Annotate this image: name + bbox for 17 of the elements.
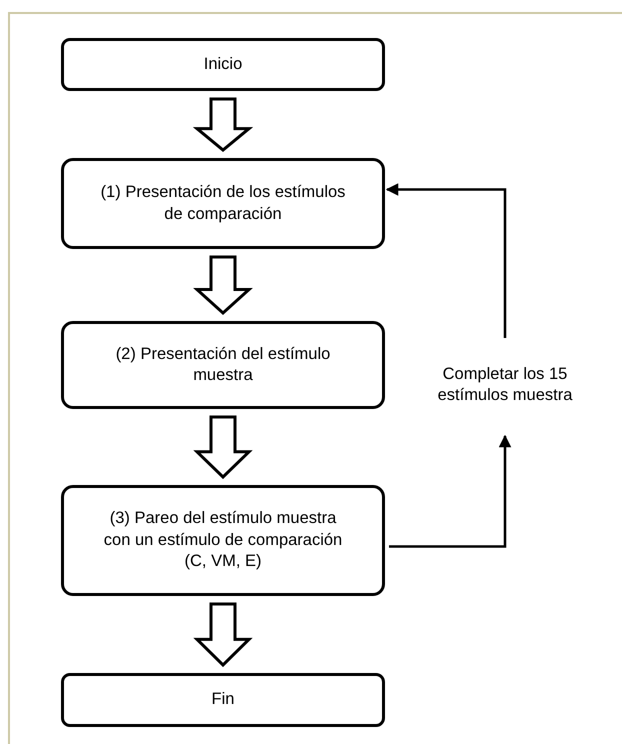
block-arrow [193,256,253,316]
loop-label: Completar los 15 estímulos muestra [436,364,574,406]
block-arrow [192,98,254,152]
arrow [389,434,512,548]
step-text: Fin [212,689,234,710]
step-text: (2) Presentación del estímulo muestra [114,344,332,386]
arrow [386,183,506,338]
block-arrow [193,416,253,480]
process-box [61,673,385,727]
step-text: Inicio [204,54,242,75]
process-box [61,158,385,249]
step-text: (3) Pareo del estímulo muestra con un estímulo de comparación (C, VM, E) [102,508,344,572]
process-box [61,485,385,596]
step-text: (1) Presentación de los estímulos de comparación [100,182,346,224]
process-box [61,38,385,91]
process-box [61,321,385,409]
block-arrow [193,602,253,668]
